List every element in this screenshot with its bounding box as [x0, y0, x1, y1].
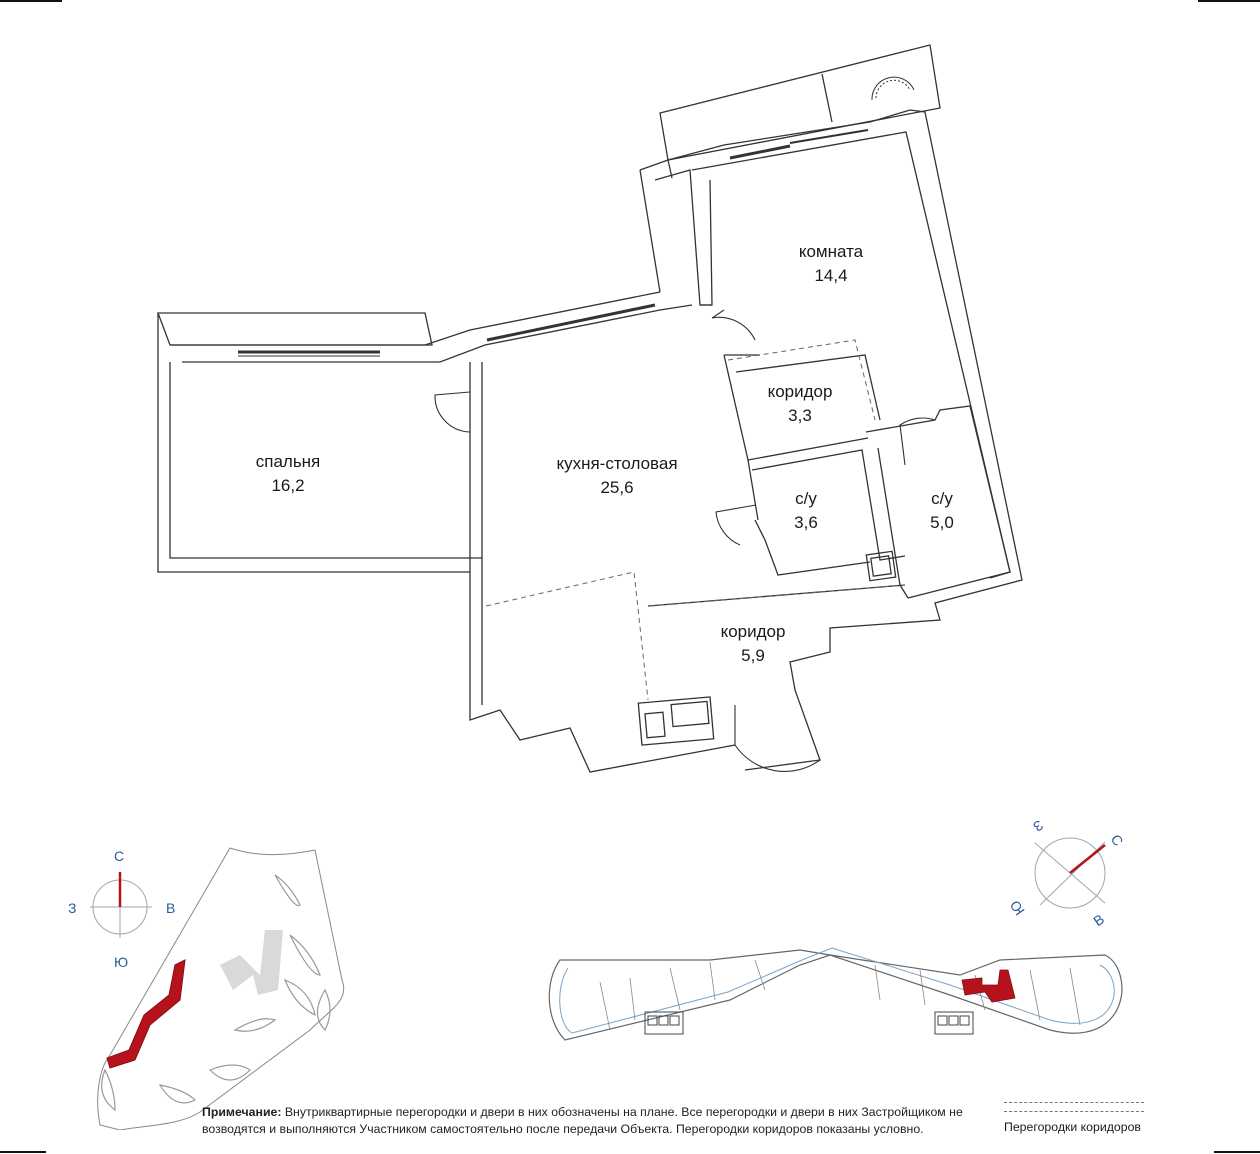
disclaimer-note: Примечание: Внутриквартирные перегородки…	[202, 1104, 982, 1138]
top-balcony	[659, 44, 941, 161]
corner-mark-bottom-left	[0, 1151, 46, 1153]
room-area: 5,9	[741, 646, 765, 665]
site-compass-s: Ю	[114, 954, 129, 970]
bath-large	[865, 405, 1011, 599]
building-outline	[548, 949, 1123, 1041]
room-area: 14,4	[814, 266, 848, 285]
site-building-grey	[220, 930, 283, 995]
room-area: 3,3	[788, 406, 812, 425]
room-label-bath-2: с/у 5,0	[862, 487, 1022, 535]
room-name: кухня-столовая	[556, 454, 678, 473]
legend-label: Перегородки коридоров	[1004, 1120, 1141, 1134]
corner-mark-bottom-right	[1214, 1151, 1260, 1153]
legend-dashed-line-bottom	[1004, 1111, 1144, 1112]
wall-corridor-bath	[747, 437, 869, 461]
room-area: 5,0	[930, 513, 954, 532]
room-name: с/у	[795, 489, 817, 508]
door-entrance	[734, 705, 821, 772]
site-outline	[97, 847, 345, 1130]
legend-dashed-line-top	[1004, 1102, 1144, 1103]
door-bedroom	[434, 391, 471, 433]
floor-plan	[157, 44, 1023, 773]
corner-mark-top-right	[1198, 0, 1260, 2]
room-name: коридор	[767, 382, 833, 401]
door-bath-large	[899, 417, 936, 466]
balcony-ornament	[871, 76, 915, 101]
room-name: с/у	[931, 489, 953, 508]
inner-wall-top	[182, 304, 693, 363]
building-floor-key	[548, 837, 1123, 1041]
room-label-kitchen: кухня-столовая 25,6	[537, 452, 697, 500]
site-building-highlight	[106, 959, 186, 1069]
note-label: Примечание:	[202, 1105, 282, 1119]
site-compass-n: С	[114, 848, 125, 864]
outer-wall-left	[157, 313, 736, 773]
shaft-box	[865, 550, 897, 582]
legend: Перегородки коридоров	[1004, 1102, 1144, 1134]
room-label-komnata: комната 14,4	[751, 240, 911, 288]
room-name: коридор	[720, 622, 786, 641]
door-bath-small	[715, 504, 757, 546]
dashed-partition-corridor	[649, 584, 906, 607]
corner-mark-top-left	[0, 0, 62, 2]
room-name: спальня	[255, 452, 321, 471]
dashed-partition-kitchen	[485, 571, 649, 701]
bath-small	[764, 539, 871, 576]
site-plan	[90, 847, 345, 1130]
dashed-partition-upper	[727, 339, 876, 421]
room-label-bath-1: с/у 3,6	[726, 487, 886, 535]
site-compass-w: З	[68, 900, 77, 916]
door-room	[711, 309, 756, 341]
room-area: 3,6	[794, 513, 818, 532]
room-area: 25,6	[600, 478, 634, 497]
core-right	[934, 1011, 974, 1035]
kitchen-niche	[637, 696, 715, 746]
left-balcony	[157, 312, 433, 346]
building-apartment-highlight	[961, 969, 1016, 1003]
site-compass-e: В	[166, 900, 176, 916]
core-left	[644, 1011, 684, 1035]
room-area: 16,2	[271, 476, 305, 495]
outer-wall-upper-tower	[639, 109, 1023, 771]
room-label-spalnya: спальня 16,2	[208, 450, 368, 498]
note-text: Внутриквартирные перегородки и двери в н…	[202, 1105, 963, 1136]
room-name: комната	[798, 242, 864, 261]
outer-wall-top-left	[170, 291, 661, 346]
room-label-koridor-2: коридор 5,9	[673, 620, 833, 668]
room-label-koridor-1: коридор 3,3	[720, 380, 880, 428]
building-compass-needle	[1069, 844, 1106, 874]
